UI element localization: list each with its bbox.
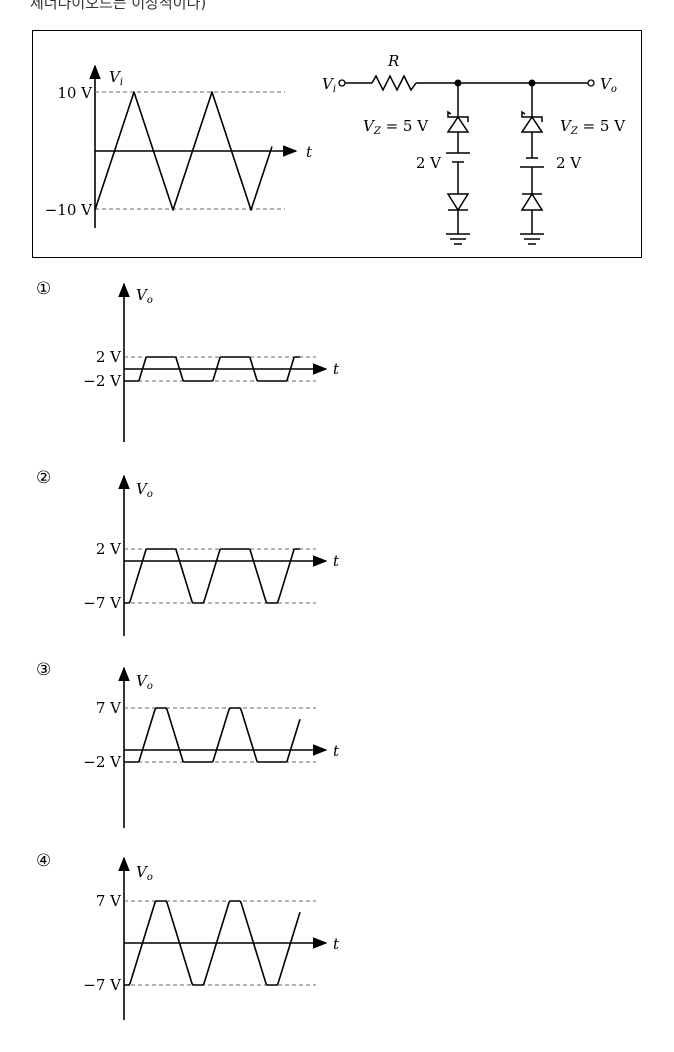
clipper-circuit: Vi R Vo VZ = 5 V 2 V (322, 52, 626, 245)
right-zener-diode-bar (521, 110, 543, 122)
option-top-value-label: 2 V (96, 540, 122, 558)
option-top-value-label: 7 V (96, 892, 122, 910)
circuit-output-label: Vo (600, 75, 617, 95)
input-triangle-wave (94, 91, 273, 211)
input-top-value-label: 10 V (57, 84, 93, 102)
left-diode-triangle (446, 193, 470, 212)
option-output-waveform (124, 356, 300, 382)
option-x-axis-label: t (333, 935, 340, 953)
option-bottom-value-label: −7 V (83, 594, 122, 612)
input-waveform-graph: Vi t 10 V −10 V (45, 64, 313, 228)
left-zener-diode-bar (447, 110, 469, 122)
circuit-input-label: Vi (322, 75, 336, 95)
option-number: ④ (36, 851, 51, 871)
option-output-waveform (124, 900, 301, 986)
option-1[interactable]: ① Vo t 2 V −2 V (36, 279, 340, 442)
option-output-waveform (124, 707, 301, 763)
left-branch: VZ = 5 V 2 V (363, 83, 470, 245)
left-zener-diode-triangle (446, 115, 470, 133)
option-top-value-label: 2 V (96, 348, 122, 366)
right-diode-triangle (520, 192, 544, 211)
question-header-text: 제너다이오드는 이상적이다) (30, 0, 207, 12)
resistor-symbol (371, 74, 417, 92)
option-2[interactable]: ② Vo t 2 V −7 V (36, 468, 340, 636)
option-bottom-value-label: −2 V (83, 372, 122, 390)
option-number: ③ (36, 660, 51, 680)
resistor-label: R (387, 52, 399, 70)
option-3[interactable]: ③ Vo t 7 V −2 V (36, 660, 340, 828)
input-bottom-value-label: −10 V (45, 201, 93, 219)
right-battery-label: 2 V (556, 154, 582, 172)
option-output-waveform (124, 548, 300, 604)
option-4[interactable]: ④ Vo t 7 V −7 V (36, 851, 340, 1020)
option-number: ① (36, 279, 51, 299)
option-y-axis-label: Vo (136, 672, 153, 692)
option-x-axis-label: t (333, 552, 340, 570)
option-y-axis-label: Vo (136, 863, 153, 883)
right-branch: VZ = 5 V 2 V (520, 83, 626, 245)
option-x-axis-label: t (333, 742, 340, 760)
right-zener-label: VZ = 5 V (560, 117, 626, 137)
option-number: ② (36, 468, 51, 488)
right-zener-diode-triangle (520, 115, 544, 133)
option-top-value-label: 7 V (96, 699, 122, 717)
option-y-axis-label: Vo (136, 480, 153, 500)
output-terminal (587, 79, 595, 87)
left-battery-label: 2 V (416, 154, 442, 172)
option-bottom-value-label: −2 V (83, 753, 122, 771)
option-x-axis-label: t (333, 360, 340, 378)
option-bottom-value-label: −7 V (83, 976, 122, 994)
left-zener-label: VZ = 5 V (363, 117, 429, 137)
input-y-axis-label: Vi (109, 68, 123, 88)
given-figure-box (32, 30, 642, 258)
input-x-axis-label: t (306, 143, 313, 161)
option-y-axis-label: Vo (136, 286, 153, 306)
input-terminal (338, 79, 346, 87)
